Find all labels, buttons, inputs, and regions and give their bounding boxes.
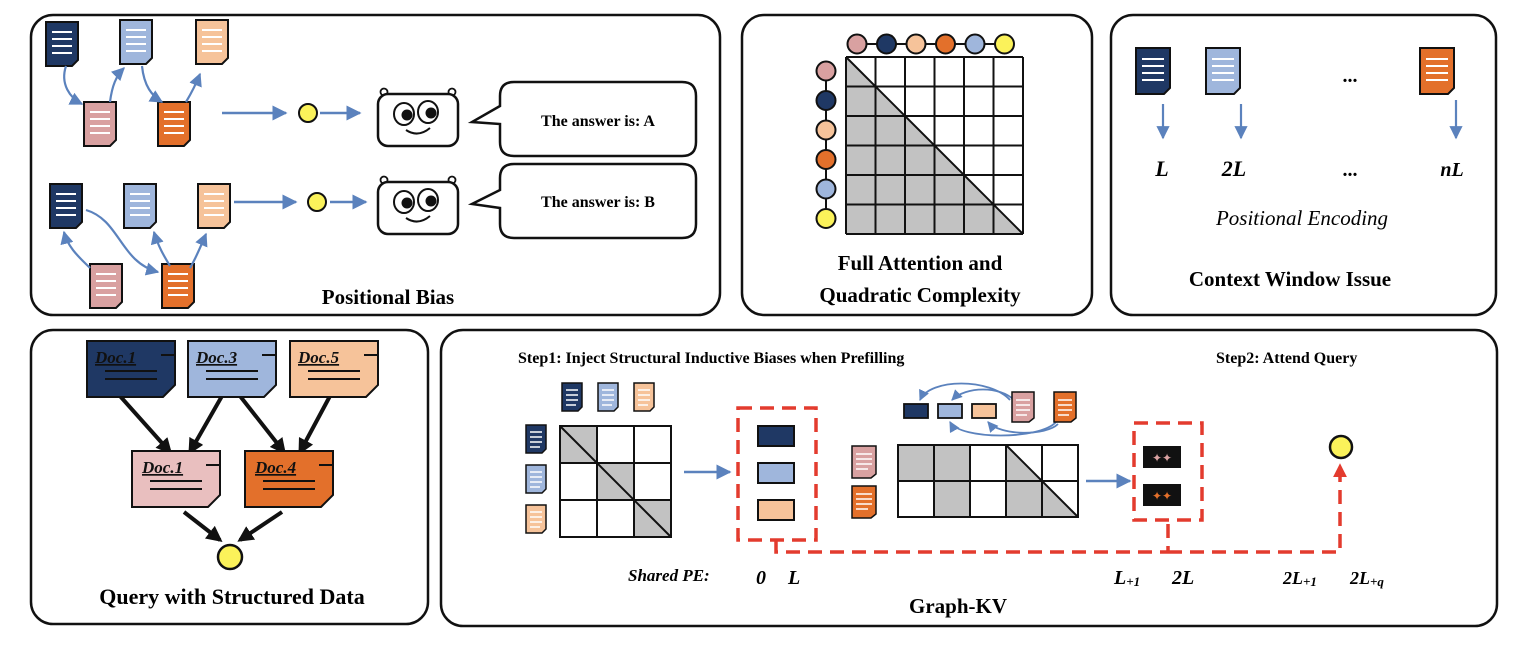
pe-2L: 2L [1171, 567, 1194, 589]
query-node [298, 103, 318, 123]
position-ellipsis: ... [1343, 159, 1358, 181]
doc-icon [851, 445, 877, 479]
position-2L: 2L [1221, 156, 1246, 181]
doc-icon [597, 382, 619, 412]
doc-icon [851, 485, 877, 519]
doc-label: Doc.4 [254, 458, 296, 477]
doc-icon [161, 263, 195, 309]
robot-icon [376, 87, 460, 148]
svg-text:✦✦: ✦✦ [1152, 489, 1172, 503]
token-circle [815, 90, 837, 111]
doc-icon [197, 183, 231, 229]
kv-block: ✦✦ [1143, 446, 1181, 468]
position-L: L [1154, 156, 1168, 181]
panel-context-window: ... L 2L ... nL Positional Encoding Cont… [1109, 13, 1498, 317]
speech-bubble [467, 80, 698, 158]
step2-label: Step2: Attend Query [1216, 350, 1357, 367]
doc-card: Doc.1 [131, 450, 221, 508]
doc-icon [1011, 391, 1035, 423]
robot-icon [376, 175, 460, 236]
doc-icon [157, 101, 191, 147]
pe-L-plus-1: L+1 [1113, 567, 1140, 589]
pe-L: L [787, 567, 800, 589]
panel-title: Graph-KV [909, 594, 1007, 618]
structured-attention-matrix [897, 444, 1079, 518]
query-node [307, 192, 327, 212]
pe-2L-plus-q: 2L+q [1349, 568, 1384, 589]
positional-encoding-caption: Positional Encoding [1215, 206, 1388, 230]
token-circle [846, 33, 868, 55]
token-circle [964, 33, 986, 55]
speech-bubble [467, 162, 698, 240]
doc-card: Doc.1 [86, 340, 176, 398]
panel-title: Context Window Issue [1189, 267, 1391, 291]
doc-icon [119, 19, 153, 65]
kv-block [971, 403, 997, 419]
doc-icon [123, 183, 157, 229]
doc-icon [49, 183, 83, 229]
panel-full-attention: Full Attention and Quadratic Complexity [740, 13, 1094, 317]
doc-icon [525, 464, 547, 494]
panel-positional-bias: The answer is: A [29, 13, 722, 317]
svg-text:✦✦: ✦✦ [1152, 451, 1172, 465]
diagonal-line [845, 56, 1024, 235]
panel-title-line1: Full Attention and [838, 251, 1003, 275]
kv-cache-box [1132, 421, 1204, 522]
token-circle [935, 33, 956, 55]
doc-label: Doc.5 [297, 348, 340, 367]
token-circle [815, 60, 837, 82]
kv-block [937, 403, 963, 419]
token-circle [815, 119, 837, 141]
token-circle [876, 33, 897, 55]
doc-icon [1053, 391, 1077, 423]
answer-b-text: The answer is: B [541, 194, 655, 211]
doc-icon [525, 504, 547, 534]
attention-matrix [845, 56, 1024, 235]
token-circle [905, 33, 927, 55]
shared-pe-label: Shared PE: [628, 566, 710, 585]
prefill-matrix [559, 425, 672, 538]
doc-icon [1135, 47, 1171, 95]
kv-block [757, 462, 795, 484]
doc-icon [195, 19, 229, 65]
token-circle [815, 149, 837, 170]
token-row [846, 33, 1015, 55]
doc-card: Doc.3 [187, 340, 277, 398]
ellipsis: ... [1343, 65, 1358, 87]
doc-card: Doc.4 [244, 450, 334, 508]
doc-icon [633, 382, 655, 412]
token-circle [815, 178, 837, 200]
doc-card: Doc.5 [289, 340, 379, 398]
token-circle [815, 208, 837, 229]
doc-icon [561, 382, 583, 412]
kv-block [757, 425, 795, 447]
token-column [815, 60, 837, 229]
panel-graph-kv: Step1: Inject Structural Inductive Biase… [439, 328, 1499, 628]
doc-label: Doc.1 [141, 458, 183, 477]
doc-label: Doc.3 [195, 348, 238, 367]
doc-icon [45, 21, 79, 67]
pe-0: 0 [756, 567, 766, 589]
answer-a-text: The answer is: A [541, 113, 655, 130]
doc-icon [89, 263, 123, 309]
panel-title-line2: Quadratic Complexity [819, 283, 1021, 307]
kv-block [757, 499, 795, 521]
panel-structured-query: Doc.1 Doc.3 Doc.5 Doc.1 [29, 328, 430, 626]
query-node [1328, 434, 1354, 460]
panel-title: Positional Bias [322, 285, 454, 309]
kv-block [903, 403, 929, 419]
panel-title: Query with Structured Data [99, 584, 364, 609]
doc-icon [1205, 47, 1241, 95]
token-circle [994, 33, 1015, 55]
step1-label: Step1: Inject Structural Inductive Biase… [518, 350, 904, 367]
query-node [216, 543, 244, 571]
pe-2L-plus-1: 2L+1 [1282, 568, 1317, 589]
position-nL: nL [1440, 159, 1463, 181]
kv-block: ✦✦ [1143, 484, 1181, 506]
doc-icon [1419, 47, 1455, 95]
doc-label: Doc.1 [94, 348, 136, 367]
doc-icon [83, 101, 117, 147]
doc-icon [525, 424, 547, 454]
